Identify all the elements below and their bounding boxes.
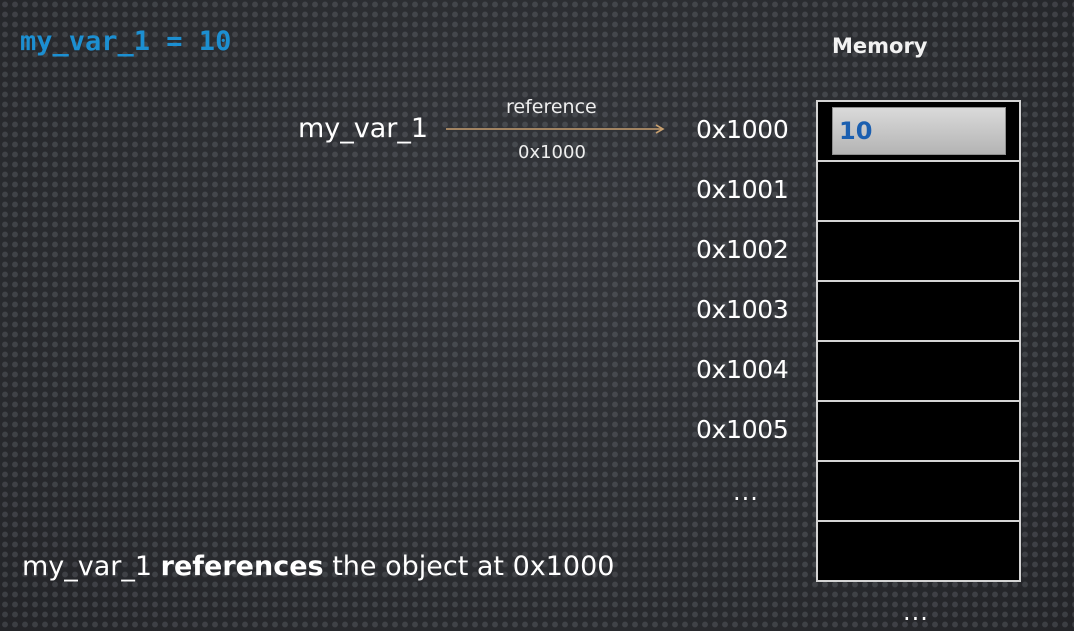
memory-address: 0x1002 bbox=[696, 235, 789, 264]
arrow-address-label: 0x1000 bbox=[518, 142, 586, 163]
arrow-reference-label: reference bbox=[506, 96, 597, 118]
memory-title: Memory bbox=[832, 34, 928, 58]
memory-address: 0x1000 bbox=[696, 115, 789, 144]
memory-cell bbox=[816, 522, 1021, 582]
caption-bold: references bbox=[160, 551, 324, 582]
memory-cell bbox=[816, 342, 1021, 402]
caption-prefix: my_var_1 bbox=[22, 551, 161, 582]
memory-address: 0x1003 bbox=[696, 295, 789, 324]
memory-address: 0x1001 bbox=[696, 175, 789, 204]
variable-name: my_var_1 bbox=[298, 113, 429, 144]
reference-arrow bbox=[446, 124, 665, 134]
memory-cell bbox=[816, 162, 1021, 222]
memory-column: 10 bbox=[816, 100, 1021, 582]
memory-cell bbox=[816, 282, 1021, 342]
memory-cell-value: 10 bbox=[832, 107, 1006, 155]
memory-cell bbox=[816, 402, 1021, 462]
caption-suffix: the object at 0x1000 bbox=[323, 551, 615, 582]
memory-cell bbox=[816, 462, 1021, 522]
memory-ellipsis: ... bbox=[903, 598, 929, 626]
code-statement: my_var_1 = 10 bbox=[20, 26, 232, 57]
memory-address: 0x1005 bbox=[696, 415, 789, 444]
memory-address: 0x1004 bbox=[696, 355, 789, 384]
memory-cell bbox=[816, 222, 1021, 282]
address-ellipsis: ... bbox=[733, 478, 759, 506]
memory-address-list: 0x1000 0x1001 0x1002 0x1003 0x1004 0x100… bbox=[696, 100, 789, 460]
memory-cell: 10 bbox=[816, 102, 1021, 162]
caption: my_var_1 references the object at 0x1000 bbox=[22, 551, 614, 582]
